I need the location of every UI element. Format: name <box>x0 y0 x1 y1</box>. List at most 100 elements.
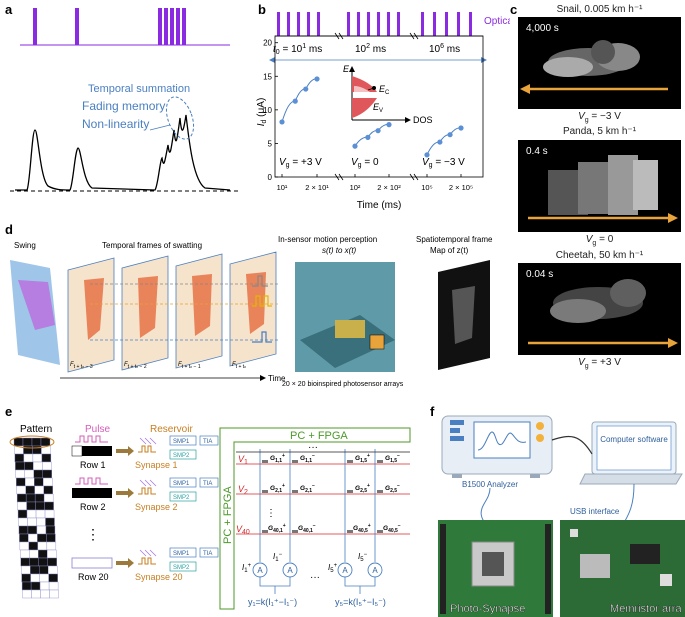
pcfpga-side: PC + FPGA <box>222 486 234 544</box>
vg-label-0: Vg = 0 <box>351 157 379 169</box>
pattern-pixel <box>34 477 44 487</box>
g-1-1-pos: G1,1+ <box>270 453 285 464</box>
array-label: 20 × 20 bioinspired photosensor arrays <box>282 381 404 388</box>
pattern-pixel <box>29 549 39 559</box>
smp1: SMP1 <box>173 481 190 487</box>
cheetah-frame: 0.04 s <box>518 263 681 355</box>
sensor-array-image <box>295 262 395 372</box>
time-label: Time <box>268 374 286 383</box>
vg-label-pos3: Vg = +3 V <box>279 157 322 169</box>
pattern-pixel <box>48 565 58 575</box>
inset-DOS: DOS <box>413 115 433 125</box>
pcfpga-frame <box>219 427 411 610</box>
panel-label-f: f <box>430 404 435 419</box>
amp-label: A <box>372 566 378 575</box>
smp2: SMP2 <box>173 453 190 459</box>
current-1-neg: I1− <box>273 552 283 563</box>
g-40-5-pos: G40,5+ <box>353 523 371 534</box>
series-line <box>354 124 390 147</box>
pattern-pixel <box>38 557 48 567</box>
output-hdots: ··· <box>310 572 320 583</box>
cheetah-vg: Vg = +3 V <box>578 357 621 370</box>
t1-label: 102 ms <box>355 43 386 55</box>
response-curve <box>15 114 231 191</box>
y5-output: y₅=k(I₅⁺−I₅⁻) <box>335 597 386 607</box>
snail-title: Snail, 0.005 km h⁻¹ <box>556 4 643 15</box>
row-1: Row 1 <box>71 435 112 470</box>
pattern-pixel <box>16 477 26 487</box>
pattern-pixel <box>24 469 34 479</box>
g-2-1-neg: G2,1− <box>300 483 315 494</box>
pattern-pixel <box>15 461 25 471</box>
pattern-pixel <box>30 565 40 575</box>
g-1-5-neg: G1,5− <box>385 453 400 464</box>
data-point <box>386 122 392 128</box>
g-1-1-neg: G1,1− <box>300 453 315 464</box>
pattern-pixel <box>33 469 43 479</box>
g-1-5-pos: G1,5+ <box>355 453 370 464</box>
y-tick-label: 0 <box>268 173 273 182</box>
hdots: ··· <box>308 442 318 453</box>
smp2: SMP2 <box>173 495 190 501</box>
swing-image <box>10 260 60 365</box>
row-highlight <box>9 435 55 449</box>
fading-memory-label: Fading memory <box>82 99 165 113</box>
pattern-pixel <box>17 501 27 511</box>
data-point <box>279 119 285 125</box>
snail-vg: Vg = −3 V <box>578 111 621 124</box>
pattern-pixel <box>48 581 59 591</box>
pattern-pixel <box>16 493 27 503</box>
panel-b: Optical t0 = 101 ms 102 ms 106 ms 051015… <box>256 12 510 211</box>
pattern-pixel <box>32 453 43 463</box>
snail-image <box>520 40 668 94</box>
svg-text:Ft + tₙ: Ft + tₙ <box>232 362 246 370</box>
panel-label-d: d <box>5 222 13 237</box>
v40-label: V40 <box>236 524 250 536</box>
pattern-pixel <box>36 517 46 527</box>
pattern-pixel <box>38 549 48 559</box>
x-axis-label: Time (ms) <box>357 200 402 211</box>
pattern-pixel <box>21 565 31 575</box>
snail-time: 4,000 s <box>526 23 559 34</box>
panel-label-a: a <box>5 2 13 17</box>
pattern-pixel <box>25 485 35 495</box>
spatio-title: Spatiotemporal frame <box>416 235 493 244</box>
pattern-label: Pattern <box>20 424 52 435</box>
y-axis-label: Id (μA) <box>256 98 268 127</box>
pattern-pixel <box>17 509 28 519</box>
smp1: SMP1 <box>173 439 190 445</box>
x-tick: 10² <box>350 183 361 192</box>
vg-label-neg3: Vg = −3 V <box>422 157 465 169</box>
pattern-pixel <box>33 461 43 471</box>
pattern-pixel <box>18 517 28 527</box>
amp-label: A <box>287 566 293 575</box>
analyzer-cable <box>551 435 593 455</box>
pattern-pixel <box>41 453 52 463</box>
pattern-pixel <box>35 509 46 519</box>
inset-EV: EV <box>373 102 383 114</box>
amp-label: A <box>257 566 263 575</box>
pattern-pixel <box>25 477 35 487</box>
pattern-pixel <box>36 525 47 535</box>
pattern-pixel <box>47 557 57 567</box>
pattern-pixel <box>31 589 41 599</box>
panel-e: Pattern Pulse Reservoir Row 1 Row 2 ⋮ Ro… <box>9 424 411 610</box>
data-point <box>352 143 358 149</box>
panel-d: Swing Temporal frames of swatting In-sen… <box>10 235 493 388</box>
pattern-pixel <box>25 493 36 503</box>
pattern-pixel <box>45 517 55 527</box>
pattern-pixel <box>39 581 50 591</box>
svg-text:Ft + tₙ − 1: Ft + tₙ − 1 <box>178 362 201 370</box>
t2-label: 106 ms <box>429 43 460 55</box>
map-title: Map of z(t) <box>430 246 469 255</box>
pattern-pixel <box>23 453 34 463</box>
data-point <box>437 139 443 145</box>
pattern-pixel <box>18 525 29 535</box>
pattern-pixel <box>27 525 38 535</box>
panel-label-b: b <box>258 2 266 17</box>
tia: TIA <box>203 439 212 445</box>
v1-label: V1 <box>238 454 248 466</box>
memristors <box>262 460 383 533</box>
x-tick: 10¹ <box>277 183 288 192</box>
crossbar-vdots: ⋮ <box>266 508 276 519</box>
